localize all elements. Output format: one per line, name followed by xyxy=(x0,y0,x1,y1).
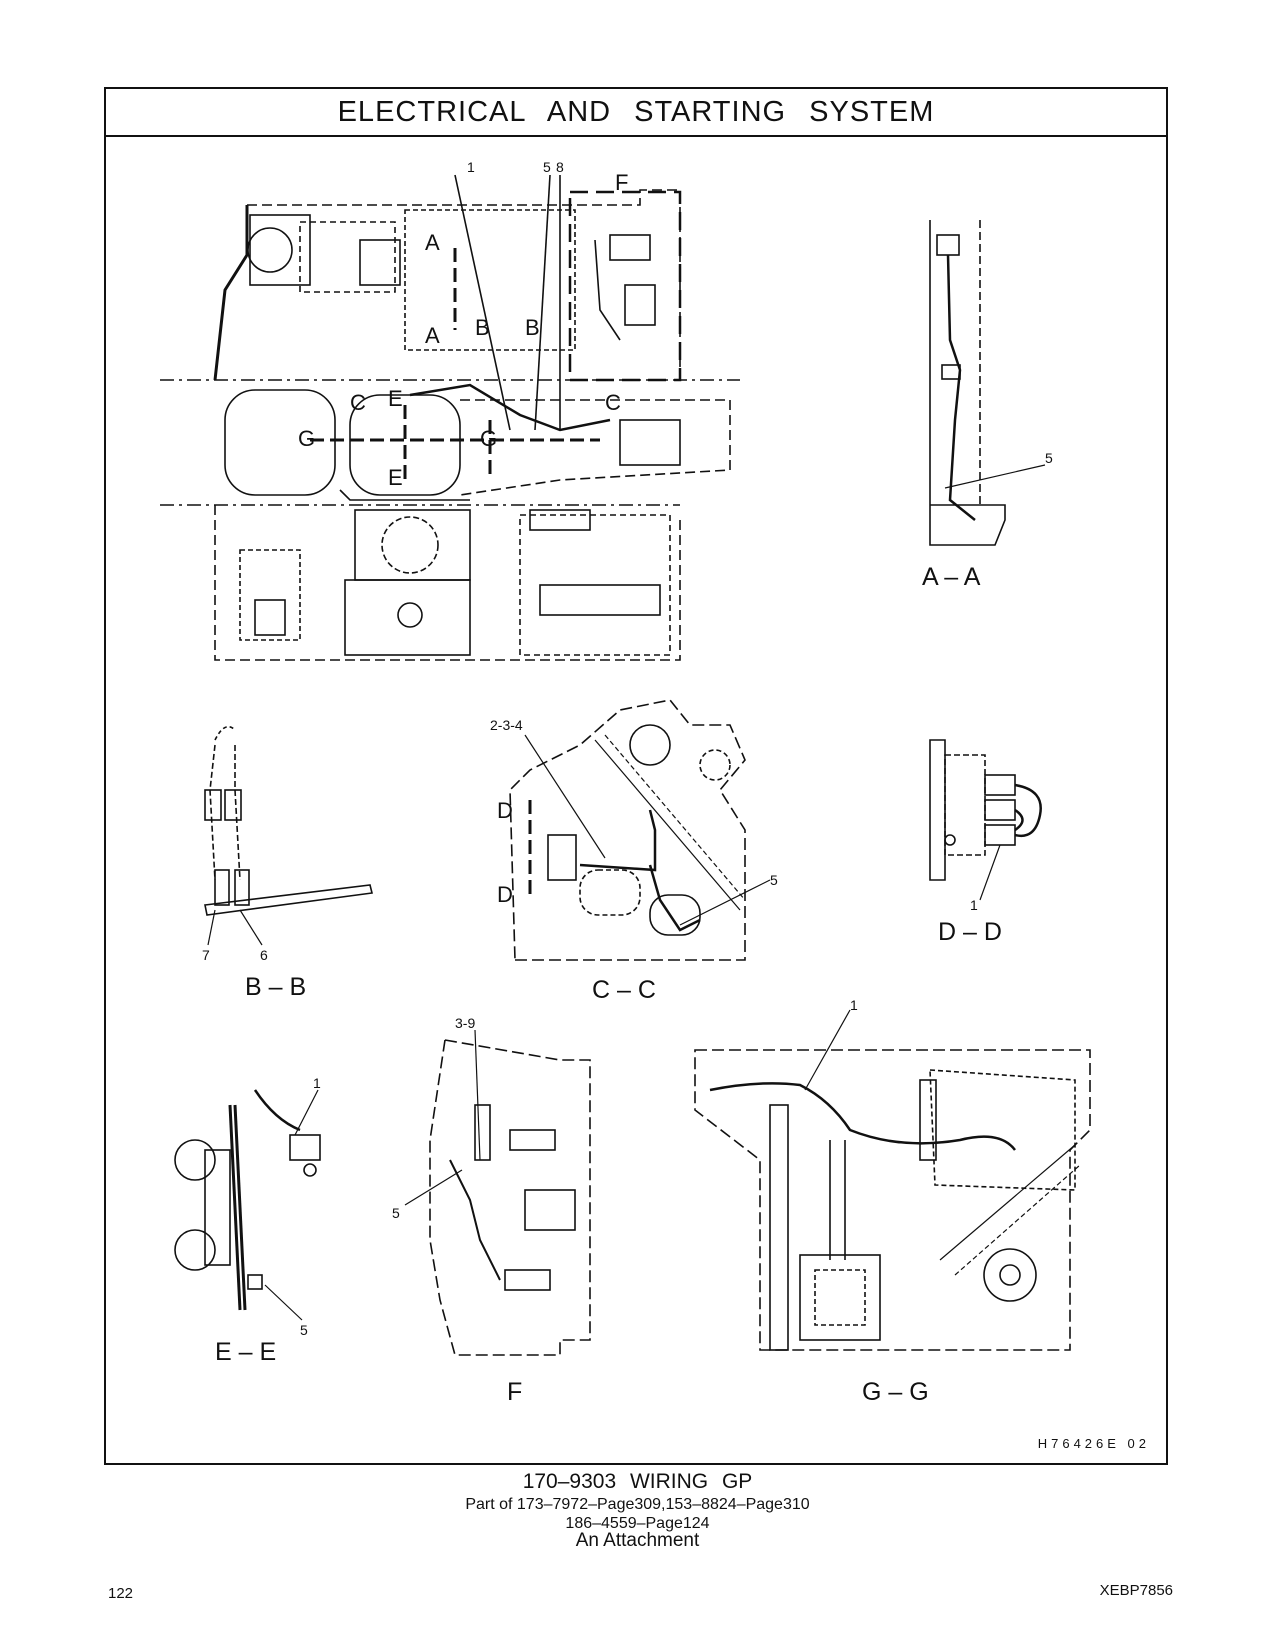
f-view-label: F xyxy=(507,1378,522,1406)
page-number: 122 xyxy=(108,1585,134,1602)
document-id: XEBP7856 xyxy=(1099,1582,1173,1599)
main-frame-view xyxy=(160,174,740,661)
page-title: ELECTRICAL AND STARTING SYSTEM xyxy=(337,96,935,128)
view-cc xyxy=(509,699,771,961)
part-of-caption: Part of 173–7972–Page309,153–8824–Page31… xyxy=(465,1496,810,1513)
main-marker-g-left: G xyxy=(298,426,315,451)
part-caption: 170–9303 WIRING GP xyxy=(522,1470,753,1493)
view-aa xyxy=(929,220,1046,546)
figure-frame: ELECTRICAL AND STARTING SYSTEM H76426E 0… xyxy=(104,87,1168,1465)
f-callout-3-9: 3-9 xyxy=(455,1015,475,1031)
ee-callout-5: 5 xyxy=(300,1322,308,1338)
bb-callout-6: 6 xyxy=(260,947,268,963)
cc-marker-d-top: D xyxy=(497,798,513,823)
title-bar: ELECTRICAL AND STARTING SYSTEM xyxy=(106,89,1166,137)
aa-callout-5: 5 xyxy=(1045,450,1053,466)
view-f xyxy=(404,1029,591,1356)
main-marker-e-bottom: E xyxy=(388,465,403,490)
main-marker-a-bottom: A xyxy=(425,323,440,348)
cc-callout-2-3-4: 2-3-4 xyxy=(490,717,523,733)
attachment-note: An Attachment xyxy=(575,1530,700,1551)
illustration-code: H76426E 02 xyxy=(1037,1436,1150,1451)
view-ee xyxy=(174,1089,321,1321)
bb-view-label: B – B xyxy=(245,973,306,1001)
main-marker-c-right: C xyxy=(605,390,621,415)
main-marker-g-right: G xyxy=(480,426,497,451)
main-marker-e-top: E xyxy=(388,386,403,411)
cc-callout-5: 5 xyxy=(770,872,778,888)
gg-callout-1: 1 xyxy=(850,997,858,1013)
bb-callout-7: 7 xyxy=(202,947,210,963)
aa-view-label: A – A xyxy=(922,563,981,591)
reference-caption: 186–4559–Page124 xyxy=(565,1515,710,1532)
main-marker-f: F xyxy=(615,170,628,195)
main-callout-1: 1 xyxy=(467,159,475,175)
main-marker-b-left: B xyxy=(475,315,490,340)
ee-view-label: E – E xyxy=(215,1338,276,1366)
wiring-diagram: 1 5 8 A A B B C C E E F G G 5 A – A 7 6 … xyxy=(160,159,1091,1406)
main-callout-8: 8 xyxy=(556,159,564,175)
gg-view-label: G – G xyxy=(862,1378,929,1406)
main-marker-a-top: A xyxy=(425,230,440,255)
main-callout-5: 5 xyxy=(543,159,551,175)
f-callout-5: 5 xyxy=(392,1205,400,1221)
ee-callout-1: 1 xyxy=(313,1075,321,1091)
view-dd xyxy=(929,739,1042,901)
dd-view-label: D – D xyxy=(938,918,1002,946)
main-marker-b-right: B xyxy=(525,315,540,340)
view-gg xyxy=(694,1009,1091,1351)
main-marker-c-left: C xyxy=(350,390,366,415)
cc-view-label: C – C xyxy=(592,976,656,1004)
view-bb xyxy=(204,725,373,946)
dd-callout-1: 1 xyxy=(970,897,978,913)
cc-marker-d-bottom: D xyxy=(497,882,513,907)
